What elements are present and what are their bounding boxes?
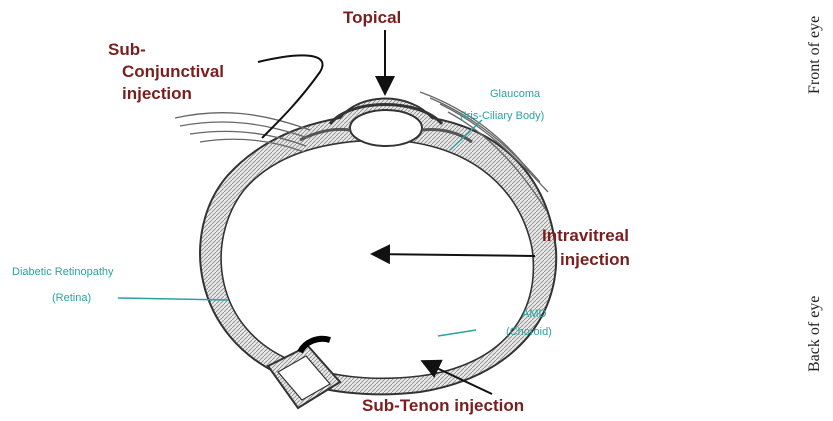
glaucoma-label: Glaucoma [490,88,540,101]
amd-label: AMD [522,308,546,321]
lens [350,110,422,146]
retina-label: (Retina) [52,292,91,305]
topical-label: Topical [343,8,401,28]
intravitreal-label-line2: injection [560,250,630,270]
glaucoma-site-label: (Iris-Ciliary Body) [460,110,544,123]
choroid-label: (Choroid) [506,326,552,339]
intravitreal-label-line1: Intravitreal [542,226,629,246]
subtenon-label: Sub-Tenon injection [362,396,524,416]
front-of-eye-label: Front of eye [806,16,824,94]
subconjunctival-label-line3: injection [122,84,192,104]
subconjunctival-label-line2: Conjunctival [122,62,224,82]
diabetic-retinopathy-label: Diabetic Retinopathy [12,266,114,279]
back-of-eye-label: Back of eye [806,296,824,372]
subconjunctival-label-line1: Sub- [108,40,146,60]
